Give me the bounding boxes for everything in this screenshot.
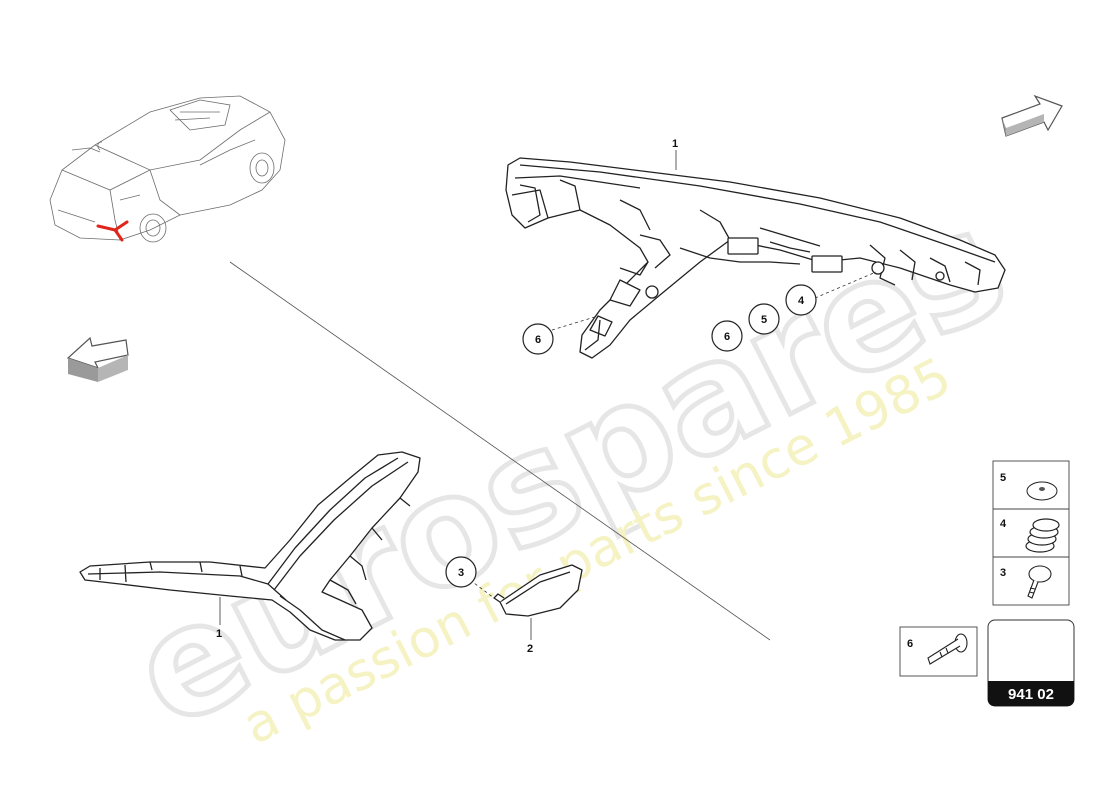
diagram-code: 941 02 <box>1008 686 1054 703</box>
legend-hardware-stack: 5 4 3 <box>992 460 1070 606</box>
legend-item-4-number: 4 <box>1000 518 1007 530</box>
callout-circle-5-number: 5 <box>761 314 767 326</box>
washer-icon <box>1026 481 1058 501</box>
leader-lines <box>219 150 877 640</box>
direction-arrow-rear-icon <box>1001 94 1063 137</box>
legend-item-5-number: 5 <box>1000 472 1006 484</box>
section-divider-line <box>229 261 771 641</box>
legend-item-6-number: 6 <box>907 638 913 650</box>
diagram-code-box: 941 02 <box>987 619 1075 707</box>
callout-circle-3: 3 <box>445 556 477 588</box>
callout-circle-6a: 6 <box>522 323 554 355</box>
part-2-label: 2 <box>527 643 533 655</box>
tail-lamp-bottom-view <box>79 451 421 641</box>
callout-circle-4-number: 4 <box>798 295 805 307</box>
spring-icon <box>1025 518 1060 553</box>
callout-circle-4: 4 <box>785 284 817 316</box>
tail-lamp-top-view <box>505 157 1006 359</box>
bolt-icon <box>927 633 968 665</box>
callout-circle-6b: 6 <box>711 320 743 352</box>
part-1-top-label: 1 <box>672 138 678 150</box>
direction-arrow-front-icon <box>66 336 129 382</box>
screw-icon <box>1027 565 1052 599</box>
part-1-bottom-label: 1 <box>216 628 222 640</box>
callout-circle-3-number: 3 <box>458 567 464 579</box>
side-marker-lens <box>493 564 583 617</box>
callout-circle-6b-number: 6 <box>724 331 730 343</box>
callout-circle-6a-number: 6 <box>535 334 541 346</box>
highlight-y-marker <box>96 220 129 242</box>
legend-bolt-box: 6 <box>899 626 978 677</box>
car-thumbnail <box>49 95 286 243</box>
legend-item-3-number: 3 <box>1000 567 1006 579</box>
callout-circle-5: 5 <box>748 303 780 335</box>
